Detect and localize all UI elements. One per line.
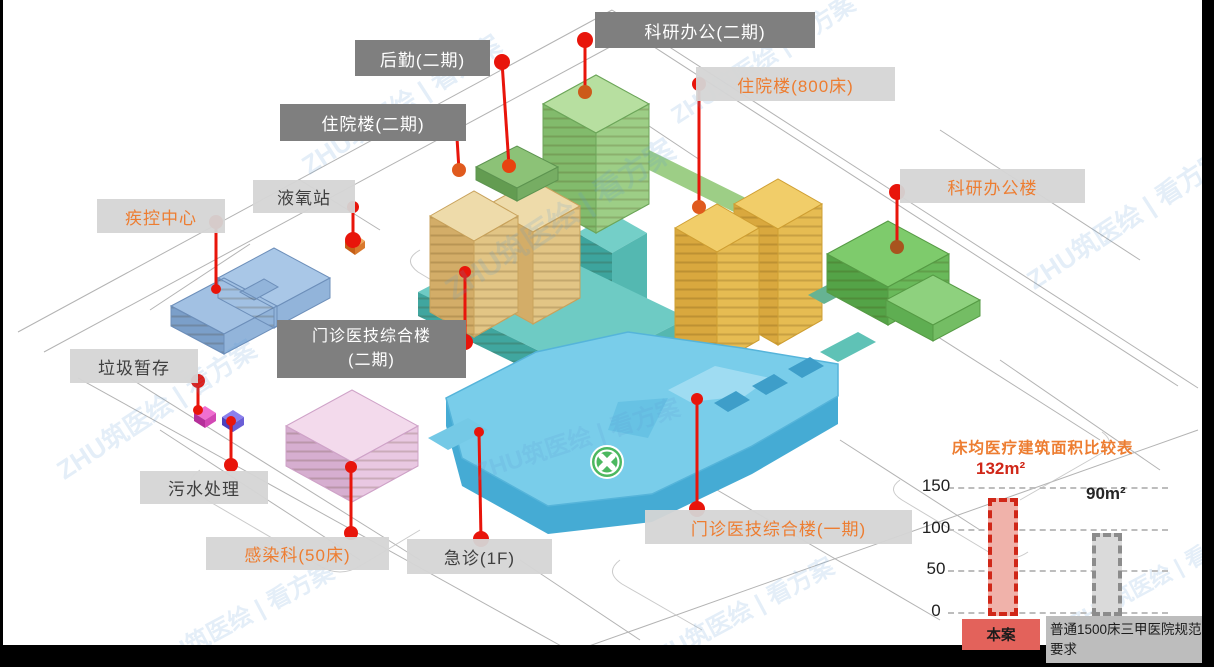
gridline [948, 528, 1168, 531]
label-garbage-storage: 垃圾暂存 [70, 349, 198, 383]
y-axis-tick: 100 [921, 517, 951, 537]
building-research-office [808, 220, 982, 342]
label-outpatient-phase2: 门诊医技综合楼 (二期) [277, 320, 466, 378]
bar-value-this-project: 132m² [976, 459, 1026, 478]
label-outpatient-phase1: 门诊医技综合楼(一期) [645, 510, 912, 544]
label-emergency: 急诊(1F) [407, 539, 552, 574]
roof-deck [668, 366, 770, 402]
gridline [948, 612, 1168, 614]
helipad-icon [590, 445, 624, 479]
label-outpatient-phase2-line2: (二期) [348, 352, 395, 369]
category-this-project: 本案 [962, 619, 1040, 650]
chart-title: 床均医疗建筑面积比较表 [952, 440, 1134, 457]
label-inpatient-800bed: 住院楼(800床) [696, 67, 895, 101]
gridline [948, 487, 1168, 489]
label-inpatient-phase2: 住院楼(二期) [280, 104, 466, 141]
building-inpatient-phase2 [428, 179, 582, 338]
roof-courtyard [714, 391, 750, 412]
category-standard-hospital: 普通1500床三甲医院规范要求 [1046, 616, 1210, 663]
building-logistics-phase2 [474, 145, 560, 202]
label-outpatient-phase2-line1: 门诊医技综合楼 [311, 328, 431, 345]
building-outpatient-phase1 [428, 331, 876, 534]
bar-this-project [988, 498, 1018, 616]
frame-right [1202, 0, 1214, 667]
y-axis-tick: 50 [926, 559, 946, 579]
label-research-office-phase2: 科研办公(二期) [595, 12, 815, 48]
label-liquid-oxygen-station: 液氧站 [253, 180, 355, 213]
building-research-office-phase2 [541, 74, 762, 234]
gridline [948, 570, 1168, 573]
building-infection-dept [284, 389, 420, 503]
roof-courtyard [788, 357, 824, 378]
leader-lines [196, 40, 899, 540]
y-axis-tick: 150 [921, 476, 951, 495]
building-cdc-center [169, 247, 332, 355]
building-inpatient-800bed [673, 178, 824, 365]
label-cdc-center: 疾控中心 [97, 199, 225, 233]
label-infection-dept: 感染科(50床) [206, 537, 389, 570]
roof-courtyard [752, 374, 788, 395]
frame-left [0, 0, 3, 667]
frame-bottom [0, 645, 1214, 667]
label-research-office: 科研办公楼 [900, 169, 1085, 203]
y-axis-tick: 0 [931, 601, 941, 620]
label-sewage-treatment: 污水处理 [140, 471, 268, 504]
bar-standard-hospital [1092, 533, 1122, 616]
bar-value-standard: 90m² [1086, 484, 1126, 503]
label-logistics-phase2: 后勤(二期) [355, 40, 490, 76]
